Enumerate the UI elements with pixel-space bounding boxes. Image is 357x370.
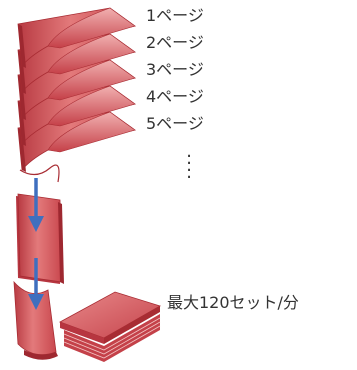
page-label: 2ページ <box>146 33 204 52</box>
collated-bundle <box>16 193 64 284</box>
page-label: 5ページ <box>146 114 204 133</box>
page-label: 1ページ <box>146 6 204 25</box>
stack-bottom-edge <box>19 164 60 183</box>
continuation-dots: : : <box>185 148 193 184</box>
page-sheet-5 <box>17 111 136 172</box>
page-sheet-2 <box>17 33 136 94</box>
page-sheet-1 <box>17 7 136 68</box>
page-sheet-4 <box>17 85 136 146</box>
arrow-down-icon <box>28 258 44 310</box>
arrow-down-icon <box>28 178 44 232</box>
output-stack <box>13 280 161 362</box>
page-label: 3ページ <box>146 60 204 79</box>
speed-label: 最大120セット/分 <box>167 293 299 312</box>
page-label: 4ページ <box>146 87 204 106</box>
page-sheet-3 <box>17 59 136 120</box>
